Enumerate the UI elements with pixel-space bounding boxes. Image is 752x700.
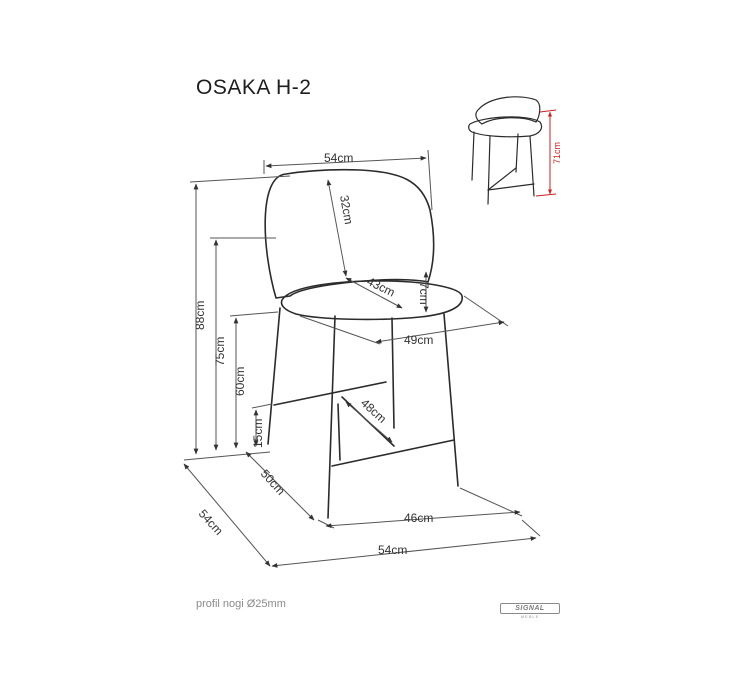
dimension-lines xyxy=(183,149,541,568)
label-seat-width: 49cm xyxy=(404,333,433,347)
page-title: OSAKA H-2 xyxy=(196,76,312,99)
brand-logo-name: SIGNAL xyxy=(500,603,560,614)
label-seat-height: 60cm xyxy=(233,367,247,396)
inset-chair xyxy=(468,96,543,205)
label-backrest-top-height: 75cm xyxy=(213,337,227,366)
label-total-depth: 54cm xyxy=(196,507,226,538)
leg-front-left xyxy=(267,307,281,445)
label-total-width: 54cm xyxy=(378,543,407,557)
footrest-bar xyxy=(273,381,387,406)
label-total-height: 88cm xyxy=(193,301,207,330)
backrest xyxy=(264,168,435,299)
leg-profile-note: profil nogi Ø25mm xyxy=(196,598,286,610)
leg-back-right xyxy=(391,317,395,429)
inset-armrest-dimension xyxy=(535,109,557,197)
label-base-width: 46cm xyxy=(404,511,433,525)
label-footrest-height: 15cm xyxy=(251,419,265,448)
leg-back-left xyxy=(327,315,336,519)
label-leg-span: 48cm xyxy=(358,396,389,426)
label-backrest-width: 54cm xyxy=(324,151,353,165)
label-base-depth: 50cm xyxy=(258,467,288,498)
label-seat-depth: 43cm xyxy=(365,274,398,299)
brand-logo-sub: MEBLE xyxy=(520,614,540,619)
label-armrest-height: 71cm xyxy=(552,142,562,164)
footrest-bar xyxy=(331,439,455,467)
label-backrest-height: 32cm xyxy=(337,194,356,225)
label-seat-thickness: 7cm xyxy=(417,282,431,305)
cross-bar xyxy=(337,403,341,461)
leg-front-right xyxy=(443,313,459,487)
brand-logo: SIGNAL MEBLE xyxy=(500,603,560,619)
dimension-labels: 54cm 32cm 88cm 75cm 60cm 15cm 43cm 7cm 4… xyxy=(193,151,433,557)
